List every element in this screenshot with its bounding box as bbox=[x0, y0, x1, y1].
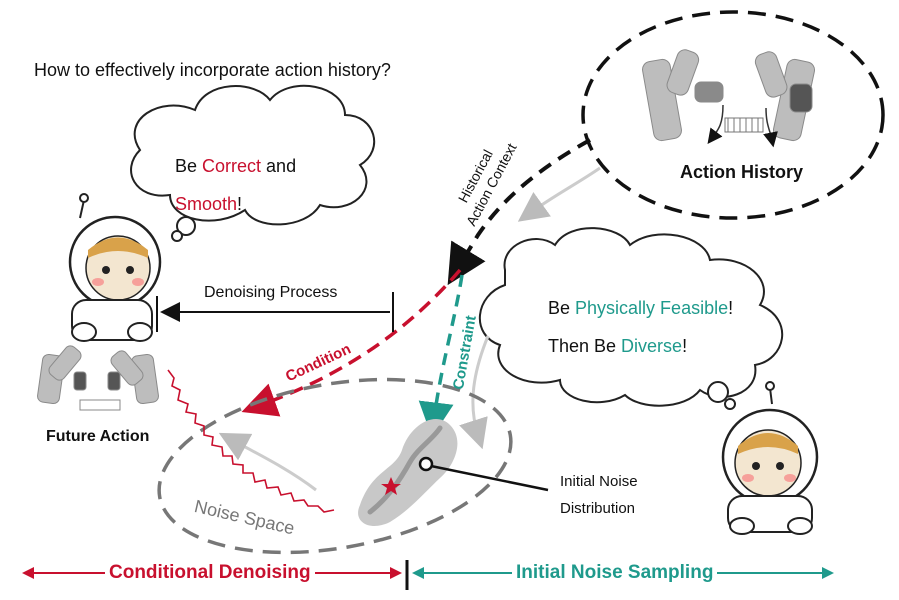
right-bubble-text: Be Physically Feasible! Then Be Diverse! bbox=[548, 289, 733, 365]
initial-noise-label: Initial Noise Distribution bbox=[560, 468, 638, 522]
action-history-ellipse bbox=[581, 10, 885, 220]
right-bubble-exclaim2: ! bbox=[682, 336, 688, 356]
right-bubble-exclaim1: ! bbox=[728, 298, 734, 318]
astronaut-left-image bbox=[68, 193, 162, 342]
right-bubble-pre: Be bbox=[548, 298, 576, 318]
bottom-right-arrowhead-right bbox=[822, 567, 834, 579]
initial-noise-point bbox=[418, 456, 434, 472]
left-bubble-pre: Be bbox=[175, 156, 203, 176]
initial-noise-line2: Distribution bbox=[560, 500, 636, 517]
left-bubble-correct: Correct bbox=[202, 156, 262, 176]
initial-noise-pointer bbox=[430, 464, 549, 492]
action-history-label: Action History bbox=[680, 162, 804, 182]
history-gray-arrow bbox=[517, 166, 601, 222]
left-bubble-exclaim: ! bbox=[237, 194, 243, 214]
initial-noise-sampling-label: Initial Noise Sampling bbox=[512, 562, 718, 584]
astronaut-right-image bbox=[721, 381, 819, 535]
right-thought-cloud bbox=[478, 227, 784, 410]
noise-space-ellipse bbox=[157, 377, 513, 555]
action-history-robots-image bbox=[642, 49, 816, 142]
initial-noise-path bbox=[367, 425, 443, 515]
denoising-process-label: Denoising Process bbox=[204, 284, 338, 301]
right-bubble-feasible: Physically Feasible bbox=[575, 298, 729, 318]
condition-arrow bbox=[241, 268, 462, 417]
constraint-arrow bbox=[418, 274, 464, 438]
down-arrow-left-icon bbox=[707, 104, 724, 144]
question-title: How to effectively incorporate action hi… bbox=[34, 60, 391, 80]
history-context-arrow bbox=[447, 138, 591, 286]
conditional-denoising-label: Conditional Denoising bbox=[105, 562, 315, 584]
bottom-right-arrowhead-left bbox=[412, 567, 424, 579]
left-bubble-text: Be Correct and Smooth! bbox=[175, 147, 296, 223]
bottom-left-arrowhead-right bbox=[390, 567, 402, 579]
right-bubble-then: Then Be bbox=[548, 336, 622, 356]
star-icon bbox=[381, 477, 401, 495]
left-thought-cloud bbox=[130, 84, 376, 242]
right-bubble-diverse: Diverse bbox=[621, 336, 683, 356]
bottom-left-arrowhead-left bbox=[22, 567, 34, 579]
left-bubble-smooth: Smooth bbox=[175, 194, 238, 214]
denoising-trajectory bbox=[167, 369, 335, 513]
bubble-gray-arrow bbox=[459, 335, 490, 450]
initial-noise-line1: Initial Noise bbox=[560, 473, 638, 490]
noise-space-gray-arrow bbox=[218, 432, 317, 492]
left-bubble-and: and bbox=[261, 156, 297, 176]
down-arrow-right-icon bbox=[763, 107, 778, 148]
future-action-label: Future Action bbox=[46, 428, 150, 445]
future-action-robots-image bbox=[37, 345, 159, 411]
